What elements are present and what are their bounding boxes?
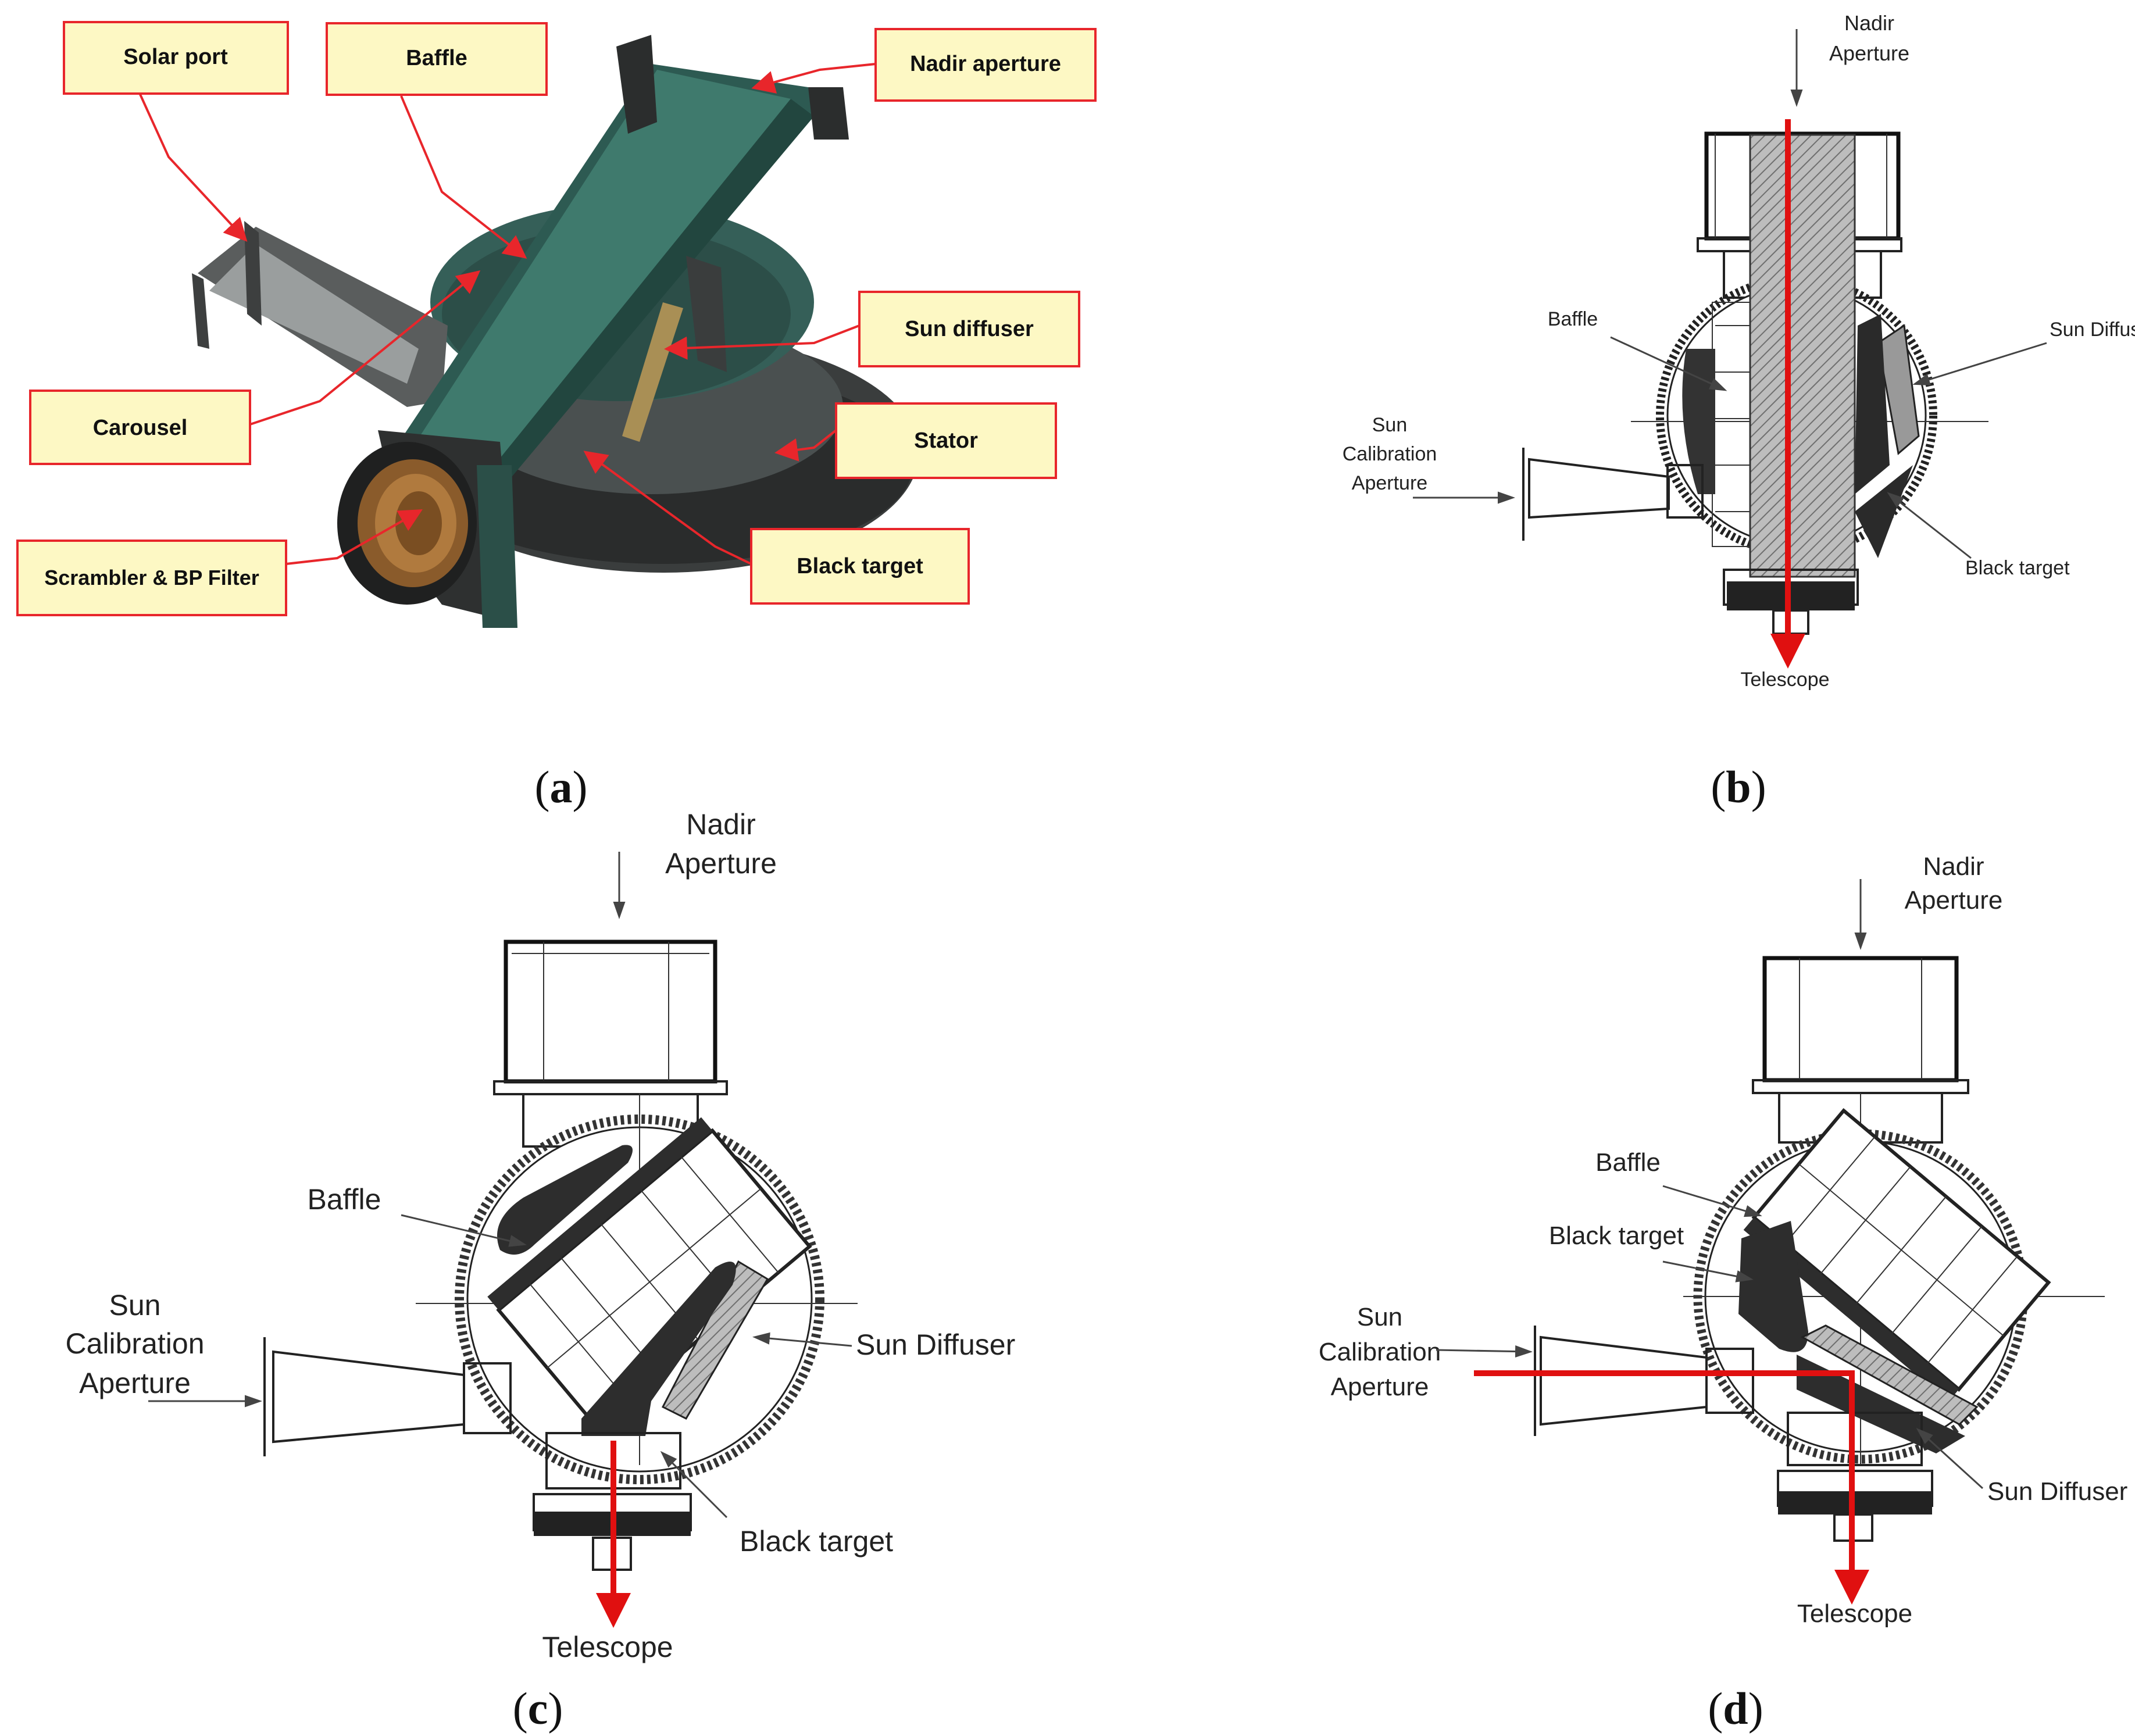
callout-scrambler-bp-filter: Scrambler & BP Filter [16,540,287,616]
solar-port-funnel [192,221,448,407]
leader-sun-diffuser [664,324,860,360]
label-sun-line1: Sun [1357,1303,1402,1331]
label-black-target: Black target [1965,557,2070,579]
callout-text: Sun diffuser [905,317,1034,341]
panel-c: Nadir Aperture [65,808,1015,1734]
callout-text: Baffle [406,46,467,70]
sun-calibration-port-d [1540,1335,1708,1426]
label-sun-diffuser: Sun Diffuser [856,1328,1015,1361]
label-telescope: Telescope [542,1631,673,1663]
nadir-aperture-box [1762,956,1959,1083]
label-sun-line2: Calibration [1343,443,1437,465]
panel-d: Nadir Aperture [1319,852,2127,1734]
baffle-box [395,35,849,512]
sun-calibration-port-b [1528,458,1670,519]
nadir-aperture-box [504,940,717,1084]
label-sun-diffuser: Sun Diffuser [2050,319,2135,341]
callout-text: Stator [914,428,978,453]
label-black-target: Black target [1549,1221,1684,1250]
panel-b: Nadir Aperture [1343,11,2135,812]
label-black-target: Black target [740,1525,893,1558]
label-telescope: Telescope [1740,669,1829,691]
baffle-vertical [1749,134,1856,578]
label-nadir-line1: Nadir [686,808,755,841]
callout-text: Carousel [93,416,188,440]
callout-text: Nadir aperture [910,52,1061,76]
panel-a: Solar port Baffle Nadir aperture Sun dif… [16,21,1097,812]
label-baffle: Baffle [1548,308,1598,330]
leader-scrambler [285,509,423,565]
callout-baffle: Baffle [326,22,548,96]
label-sun-line1: Sun [1372,414,1408,436]
sun-diffuser-d [1800,1324,1979,1426]
panel-b-caption: (b) [1711,762,1766,812]
leader-carousel [249,270,481,426]
leader-stator [774,429,837,462]
label-sun-line2: Calibration [1319,1338,1441,1366]
callout-black-target: Black target [750,528,970,605]
callout-stator: Stator [835,402,1057,479]
leader-solar-port [138,92,248,242]
leader-baffle [400,95,527,259]
callout-text: Black target [797,554,923,578]
callout-solar-port: Solar port [63,21,289,95]
callout-text: Solar port [123,45,228,69]
leader-black-target [583,451,752,565]
label-baffle: Baffle [308,1183,381,1216]
panel-d-caption: (d) [1708,1683,1763,1734]
callout-nadir-aperture: Nadir aperture [874,28,1097,102]
vane-top-left [497,1145,633,1255]
label-sun-line3: Aperture [1352,472,1427,494]
label-nadir-line1: Nadir [1844,11,1894,35]
sun-diffuser-c [661,1260,769,1420]
baffle-rotated [487,1117,812,1428]
label-sun-line1: Sun [109,1289,161,1321]
carousel-sphere [1656,275,1937,556]
black-target-d [1738,1221,1808,1352]
scrambler-filter-assembly [337,430,517,628]
panel-a-caption: (a) [535,762,588,812]
label-nadir-line1: Nadir [1923,852,1984,881]
leader-nadir-aperture [751,63,876,94]
leader-lines-a [138,63,876,565]
label-nadir-line2: Aperture [665,847,777,880]
label-nadir-line2: Aperture [1905,886,2003,915]
callout-carousel: Carousel [29,390,251,465]
panel-c-caption: (c) [513,1683,563,1734]
sun-diffuser-b [1877,324,1920,455]
callout-sun-diffuser: Sun diffuser [858,291,1080,367]
light-path-d [1474,1370,1869,1605]
callout-text: Scrambler & BP Filter [44,566,259,590]
label-baffle: Baffle [1595,1148,1661,1177]
label-telescope: Telescope [1797,1599,1912,1628]
label-sun-line2: Calibration [65,1327,204,1360]
label-sun-line3: Aperture [1331,1373,1429,1401]
label-sun-diffuser: Sun Diffuser [1987,1477,2127,1506]
sun-calibration-port-c [272,1350,465,1444]
carousel-sphere [455,1115,824,1484]
label-nadir-line2: Aperture [1829,41,1909,65]
label-sun-line3: Aperture [79,1367,191,1399]
black-target-c [581,1262,736,1436]
